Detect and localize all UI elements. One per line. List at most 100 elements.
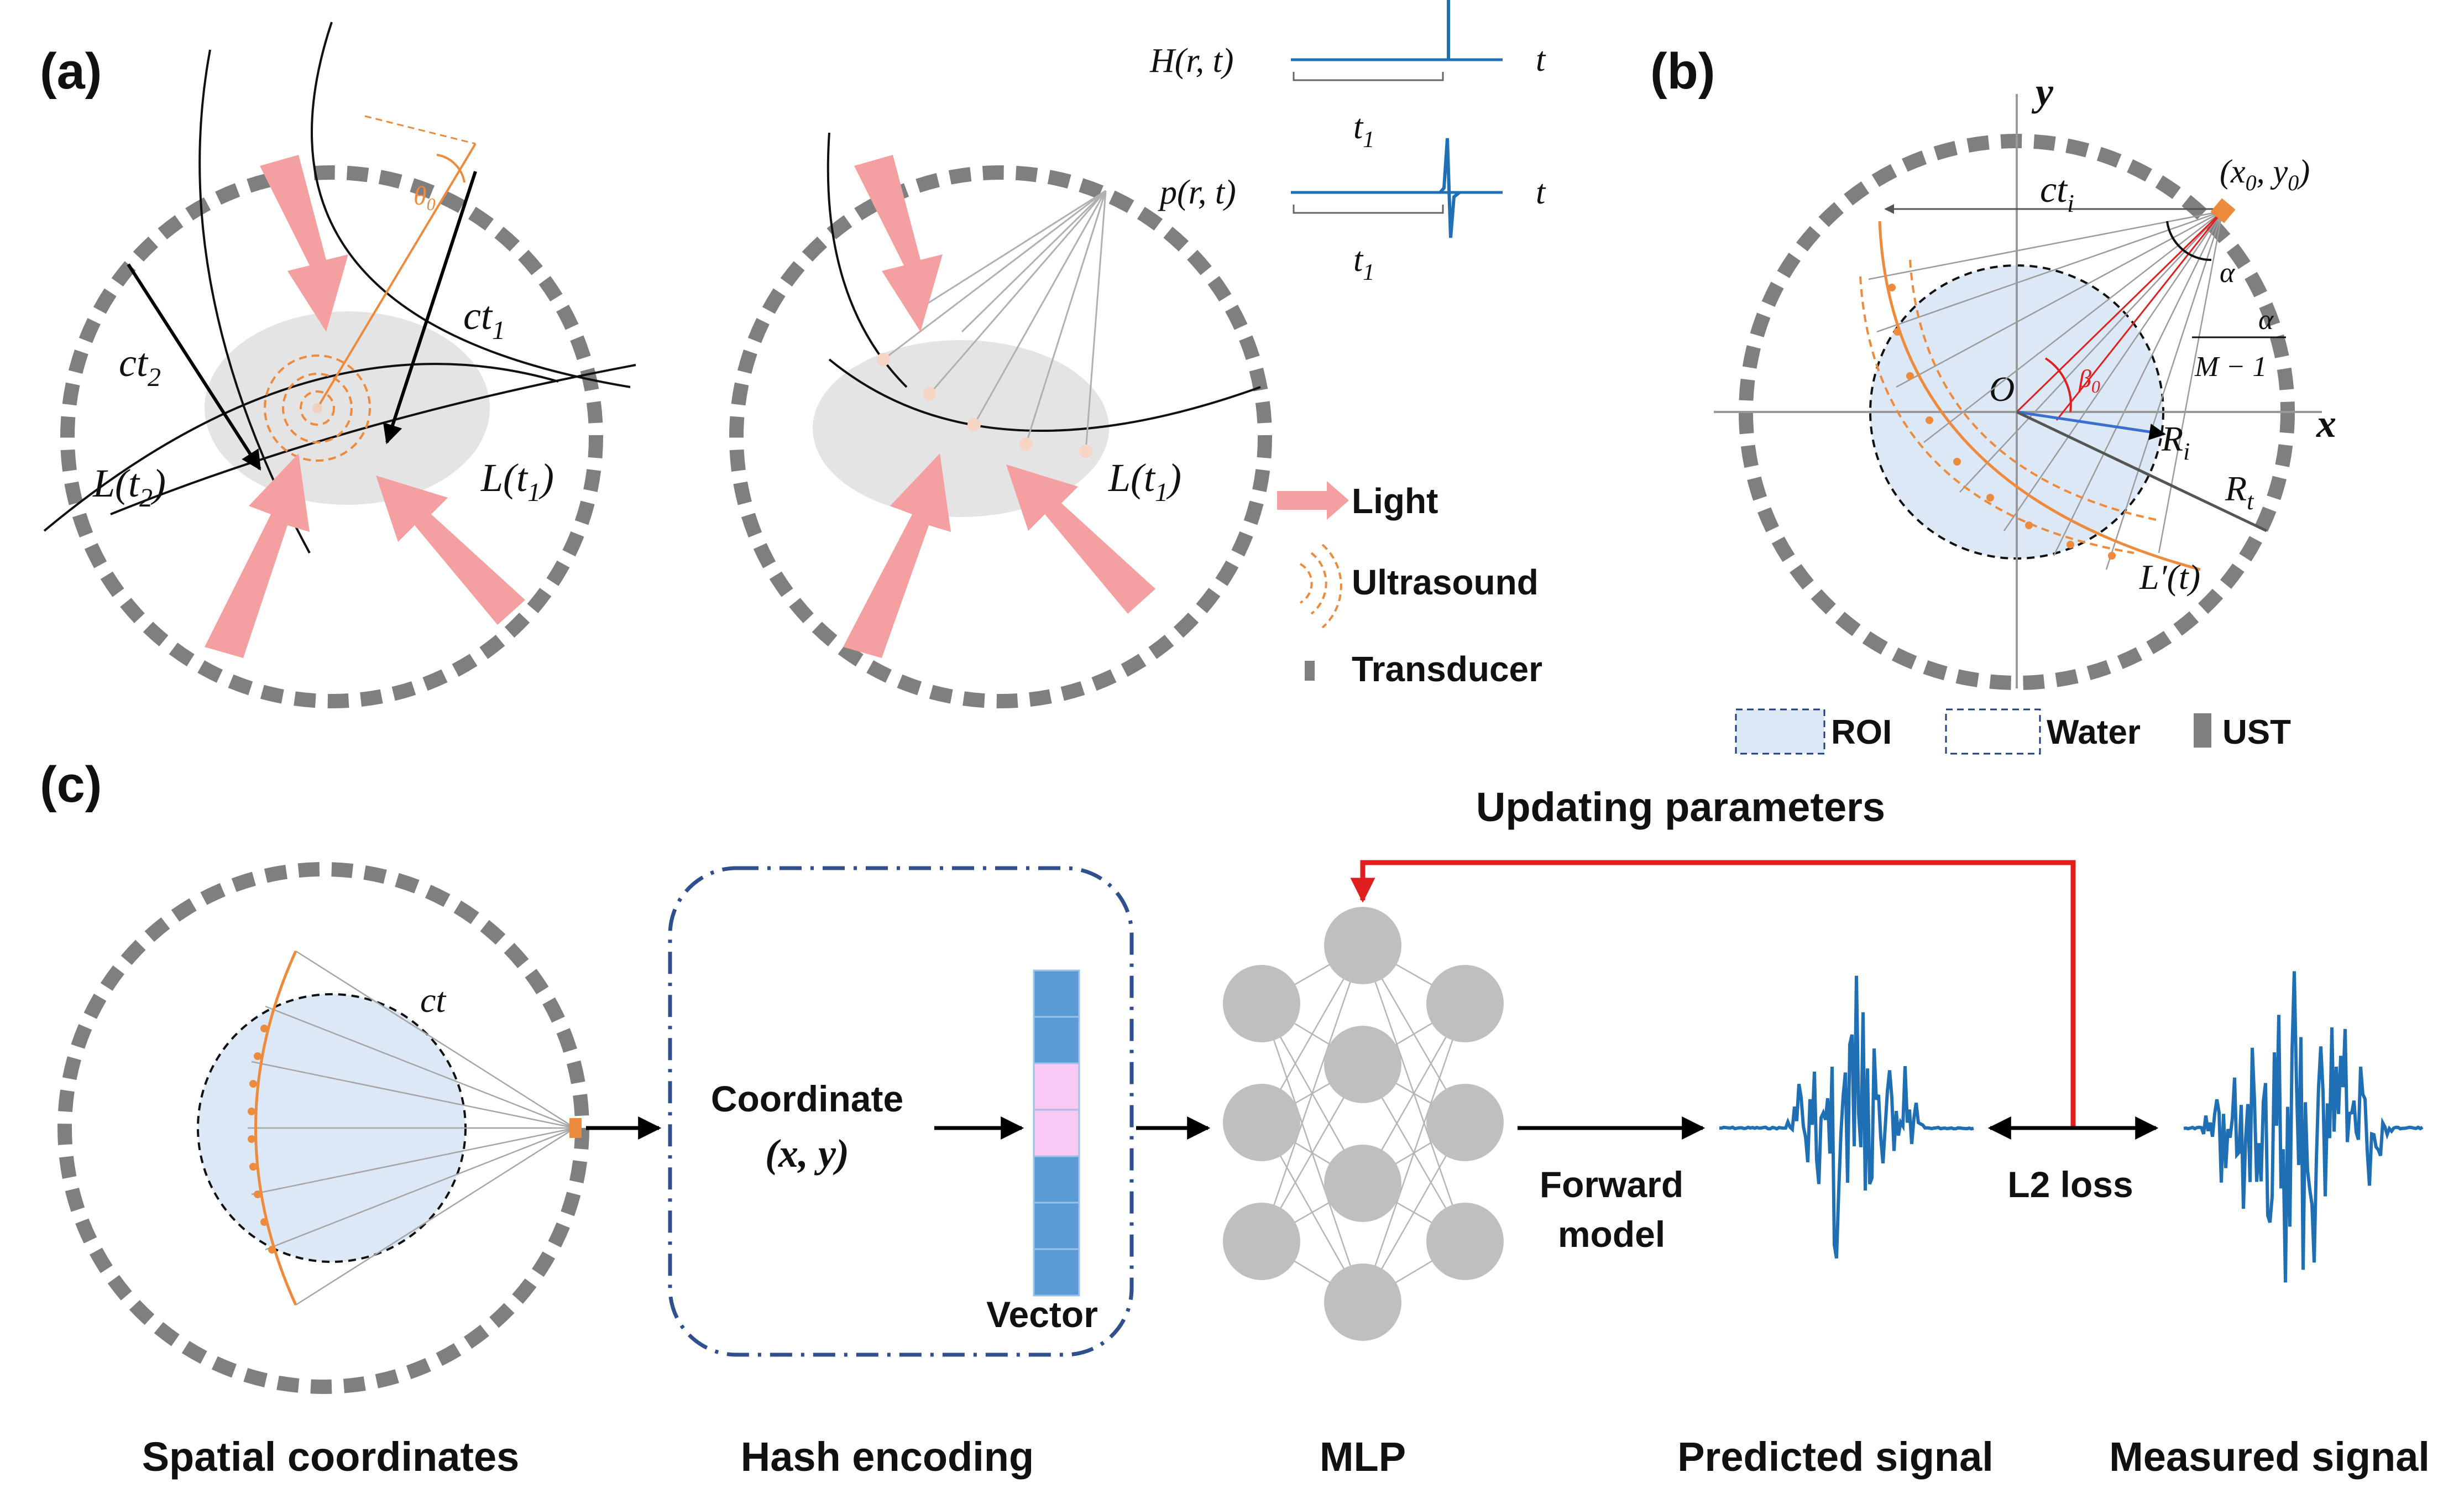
alpha-label: α: [2220, 257, 2236, 289]
panel-a-label: (a): [40, 43, 102, 100]
legend-water-label: Water: [2047, 713, 2141, 751]
updating-parameters-label: Updating parameters: [1476, 784, 1885, 830]
wavefront-arc-L-t2: [43, 363, 559, 532]
x-axis-label: x: [2316, 401, 2336, 446]
legend-b: ROI Water UST: [1735, 708, 2291, 755]
ct1-arrow: [383, 171, 477, 445]
legend-transducer-label: Transducer: [1352, 649, 1542, 689]
transducer-element-c: [569, 1118, 582, 1138]
legend-ultrasound-label: Ultrasound: [1352, 562, 1539, 602]
spatial-coordinates-diagram: ct: [57, 862, 589, 1394]
beta0-arc: [2044, 357, 2072, 413]
y-axis-label: y: [2031, 70, 2054, 114]
coordinate-label: Coordinate: [711, 1078, 903, 1119]
t1-bracket-bottom: [1293, 205, 1444, 214]
sample-dots-c: [248, 1025, 276, 1254]
t1-bottom-label: t1: [1353, 241, 1374, 285]
encoding-vector: [1033, 969, 1080, 1297]
panel-a-left-diagram: ct2 ct1 θ0 L(t2) L(t1): [43, 22, 636, 708]
L-t1-left-label: L(t1): [480, 456, 554, 507]
H-label: H(r, t): [1149, 42, 1234, 80]
vector-label: Vector: [986, 1294, 1098, 1335]
Rt-label: Rt: [2225, 469, 2254, 515]
legend-water-icon: [1945, 708, 2041, 755]
Ri-label: Ri: [2161, 419, 2190, 465]
ct2-label: ct2: [119, 341, 161, 392]
caption-spatial-coordinates: Spatial coordinates: [142, 1434, 520, 1480]
predicted-signal-trace: [1719, 975, 1974, 1259]
transducer-ring-c: [57, 862, 589, 1394]
alpha-fraction-denominator: M − 1: [2194, 351, 2267, 383]
sample-points: [877, 353, 1092, 458]
coord-xy-label: (x, y): [765, 1131, 849, 1176]
mlp-network: [1223, 907, 1504, 1341]
wavefront-arc-L-t1-middle: [828, 358, 1261, 432]
panel-b-diagram: y x O: [1714, 70, 2336, 690]
t1-top-label: t1: [1353, 108, 1374, 153]
p-t-axis: t: [1536, 174, 1546, 211]
L-prime-outer-dashed: [1909, 259, 2157, 521]
legend-ultrasound-icon: [1299, 544, 1342, 629]
L-t1-right-label: L(t1): [1108, 456, 1181, 507]
source-point: [312, 403, 322, 413]
tissue-ellipse-middle: [813, 340, 1109, 517]
legend-ust-icon: [2194, 713, 2211, 748]
light-arrows-left: [205, 155, 525, 658]
alpha-fraction-numerator: α: [2258, 304, 2274, 336]
legend-roi-icon: [1735, 708, 1825, 755]
panel-c-label: (c): [40, 756, 102, 813]
legend-transducer-icon: [1305, 661, 1315, 681]
theta0-label: θ0: [414, 181, 436, 214]
ct-label-c: ct: [420, 980, 447, 1020]
hash-box-outline: [668, 866, 1134, 1357]
legend-a: Light Ultrasound Transducer: [1277, 481, 1542, 689]
beta0-label: β0: [2078, 364, 2100, 396]
panel-b-label: (b): [1650, 43, 1715, 100]
red-rays: [2016, 210, 2224, 421]
caption-hash-encoding: Hash encoding: [741, 1434, 1034, 1480]
wavefront-arc-t2: [198, 49, 311, 554]
mlp-nodes: [1223, 907, 1504, 1341]
sample-dots-b: [1888, 284, 2116, 560]
impulse-signals: H(r, t) t t1 p(r, t) t t1: [1149, 0, 1546, 285]
p-pulse: [1438, 138, 1461, 238]
l2-loss-label: L2 loss: [2007, 1164, 2133, 1205]
p-label: p(r, t): [1158, 174, 1236, 211]
measured-signal-trace: [2183, 971, 2424, 1283]
x0y0-label: (x0, y0): [2220, 153, 2310, 195]
L-prime-arc: [1878, 221, 2201, 571]
Rt-line: [2016, 410, 2268, 532]
hash-encoding-box: Coordinate (x, y) Vector: [668, 866, 1134, 1357]
ray-fan-c: [248, 950, 576, 1306]
caption-measured-signal: Measured signal: [2109, 1434, 2430, 1480]
theta-arc: [436, 154, 465, 183]
caption-predicted-signal: Predicted signal: [1677, 1434, 1994, 1480]
ultrasound-waves: [264, 354, 371, 462]
t1-bracket-top: [1293, 72, 1444, 81]
L-prime-inner-dashed: [1859, 276, 2135, 554]
transducer-ring-middle: [729, 165, 1272, 708]
panel-a-middle-diagram: L(t1): [729, 132, 1272, 708]
ultrasound-ray: [316, 143, 477, 409]
forward-model-label-line1: Forward: [1540, 1164, 1683, 1205]
tissue-ellipse-left: [205, 311, 490, 505]
wavefront-arc-t1: [311, 22, 631, 388]
Ri-arrow: [2016, 410, 2166, 440]
transducer-ring-left: [60, 165, 603, 708]
wavefront-arc-c: [254, 950, 297, 1306]
L-t2-label: L(t2): [92, 461, 166, 513]
legend-roi-label: ROI: [1831, 713, 1892, 751]
legend-ust-label: UST: [2222, 713, 2291, 751]
forward-model-label-line2: model: [1558, 1214, 1665, 1255]
L-prime-label: L′(t): [2139, 557, 2200, 597]
legend-light-icon: [1277, 481, 1349, 520]
H-t-axis: t: [1536, 41, 1546, 79]
legend-light-label: Light: [1352, 481, 1438, 521]
transducer-element-b: [2210, 198, 2236, 223]
feedback-arrow: [1350, 860, 2076, 1128]
light-arrows-middle: [843, 155, 1155, 658]
ct2-arrow: [127, 263, 261, 471]
wavefront-arc-L-t1: [110, 364, 636, 515]
ct1-label: ct1: [463, 294, 505, 345]
